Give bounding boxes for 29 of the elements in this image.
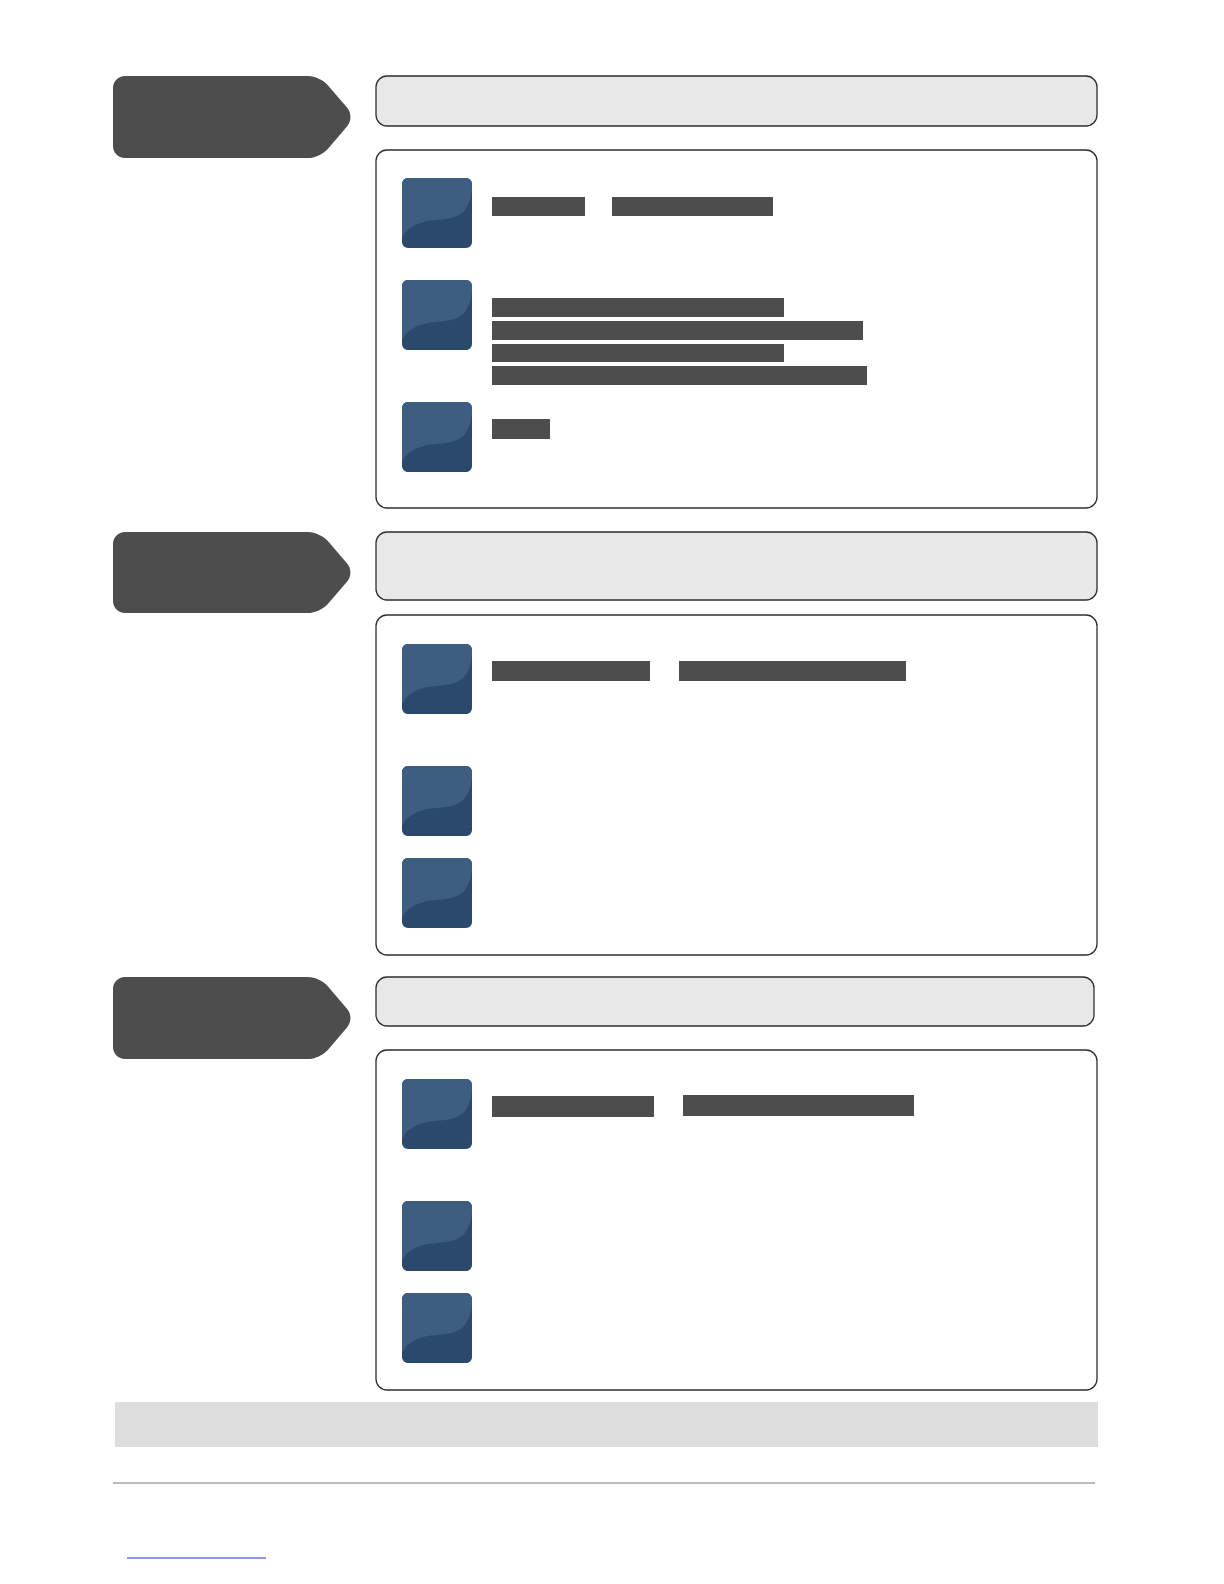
footer-band	[115, 1402, 1098, 1447]
tile-icon	[402, 644, 472, 714]
redaction-bar	[683, 1095, 914, 1116]
section-tab	[113, 532, 351, 613]
redaction-bar	[492, 419, 550, 439]
tile-icon	[402, 1293, 472, 1363]
redaction-bar	[492, 321, 863, 340]
redaction-bar	[492, 197, 585, 216]
tile-icon	[402, 280, 472, 350]
header-band	[375, 531, 1098, 601]
redaction-bar	[492, 344, 784, 362]
section-tab	[113, 977, 351, 1059]
tile-icon	[402, 858, 472, 928]
header-band	[375, 976, 1095, 1027]
redaction-bar	[679, 661, 906, 681]
redaction-bar	[492, 366, 867, 385]
redaction-bar	[612, 197, 773, 216]
redaction-bar	[492, 1096, 654, 1117]
redaction-bar	[492, 661, 650, 681]
tile-icon	[402, 178, 472, 248]
tile-icon	[402, 1079, 472, 1149]
content-panel	[375, 614, 1098, 956]
header-band	[375, 75, 1098, 127]
tile-icon	[402, 1201, 472, 1271]
tile-icon	[402, 402, 472, 472]
content-panel	[375, 1049, 1098, 1391]
tile-icon	[402, 766, 472, 836]
section-tab	[113, 76, 351, 158]
redaction-bar	[492, 298, 784, 317]
